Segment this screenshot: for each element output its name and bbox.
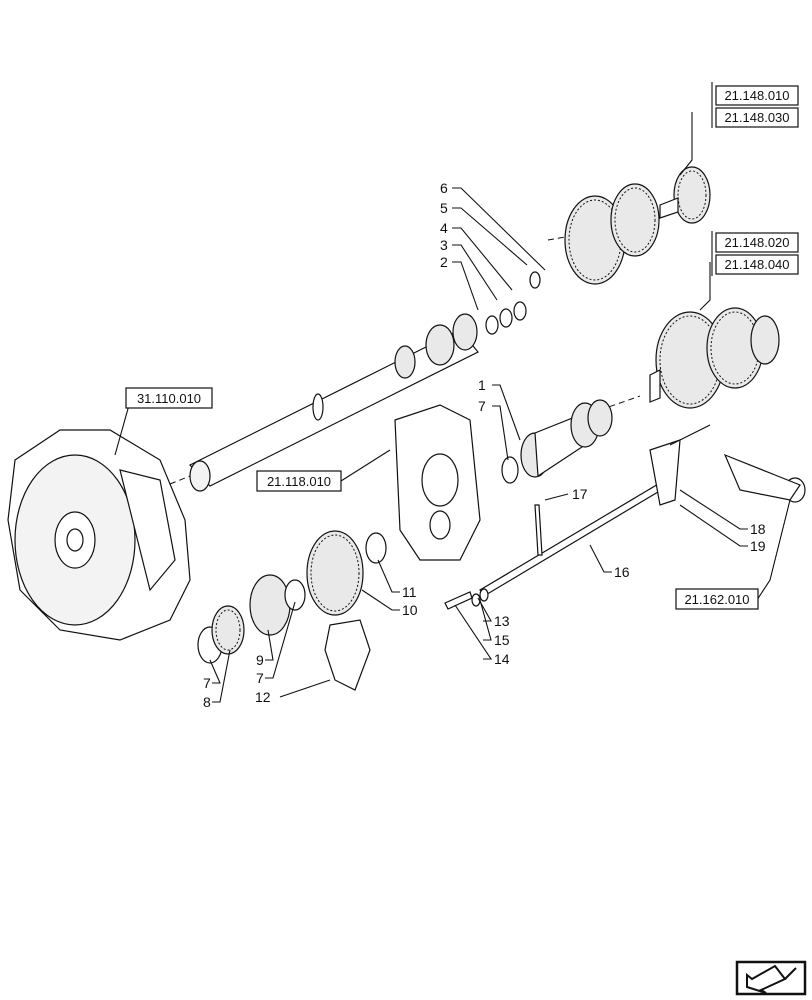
callout-11: 11 [402, 584, 417, 600]
callout-2: 2 [440, 254, 448, 270]
ref-21-148-030[interactable]: 21.148.030 [724, 110, 789, 125]
callout-19: 19 [750, 538, 766, 554]
leader-lines [114, 112, 791, 703]
callout-10: 10 [402, 602, 418, 618]
callout-12: 12 [255, 689, 271, 705]
ref-21-118-010[interactable]: 21.118.010 [267, 474, 331, 489]
callout-16: 16 [614, 564, 630, 580]
callout-4: 4 [440, 220, 448, 236]
callout-15: 15 [494, 632, 510, 648]
ref-21-148-040[interactable]: 21.148.040 [724, 257, 789, 272]
middle-gear-cluster [599, 307, 780, 411]
callout-7-upper: 7 [478, 398, 486, 414]
ref-21-162-010[interactable]: 21.162.010 [684, 592, 749, 607]
callout-14: 14 [494, 651, 510, 667]
ref-21-148-010[interactable]: 21.148.010 [724, 88, 789, 103]
callout-13: 13 [494, 613, 510, 629]
callout-17: 17 [572, 486, 588, 502]
callout-numbers: 6 5 4 3 2 1 7 17 18 19 16 11 10 13 15 14… [203, 180, 766, 710]
reference-boxes: 21.148.010 21.148.030 21.148.020 21.148.… [125, 82, 799, 610]
shift-rod-assembly [444, 424, 806, 610]
main-shaft [169, 271, 541, 492]
ref-21-148-020[interactable]: 21.148.020 [724, 235, 789, 250]
clutch-housing [7, 429, 191, 641]
previous-page-arrow-icon[interactable] [735, 960, 807, 996]
callout-5: 5 [440, 200, 448, 216]
callout-9: 9 [256, 652, 264, 668]
callout-1: 1 [478, 377, 486, 393]
callout-18: 18 [750, 521, 766, 537]
countershaft [501, 399, 613, 484]
lower-gear-stack [197, 530, 387, 691]
callout-6: 6 [440, 180, 448, 196]
callout-8: 8 [203, 694, 211, 710]
callout-7-lower: 7 [203, 675, 211, 691]
ref-31-110-010[interactable]: 31.110.010 [137, 391, 201, 406]
upper-gear-cluster [547, 166, 711, 285]
callout-7-middle: 7 [256, 670, 264, 686]
callout-3: 3 [440, 237, 448, 253]
cover-plate [394, 404, 481, 561]
